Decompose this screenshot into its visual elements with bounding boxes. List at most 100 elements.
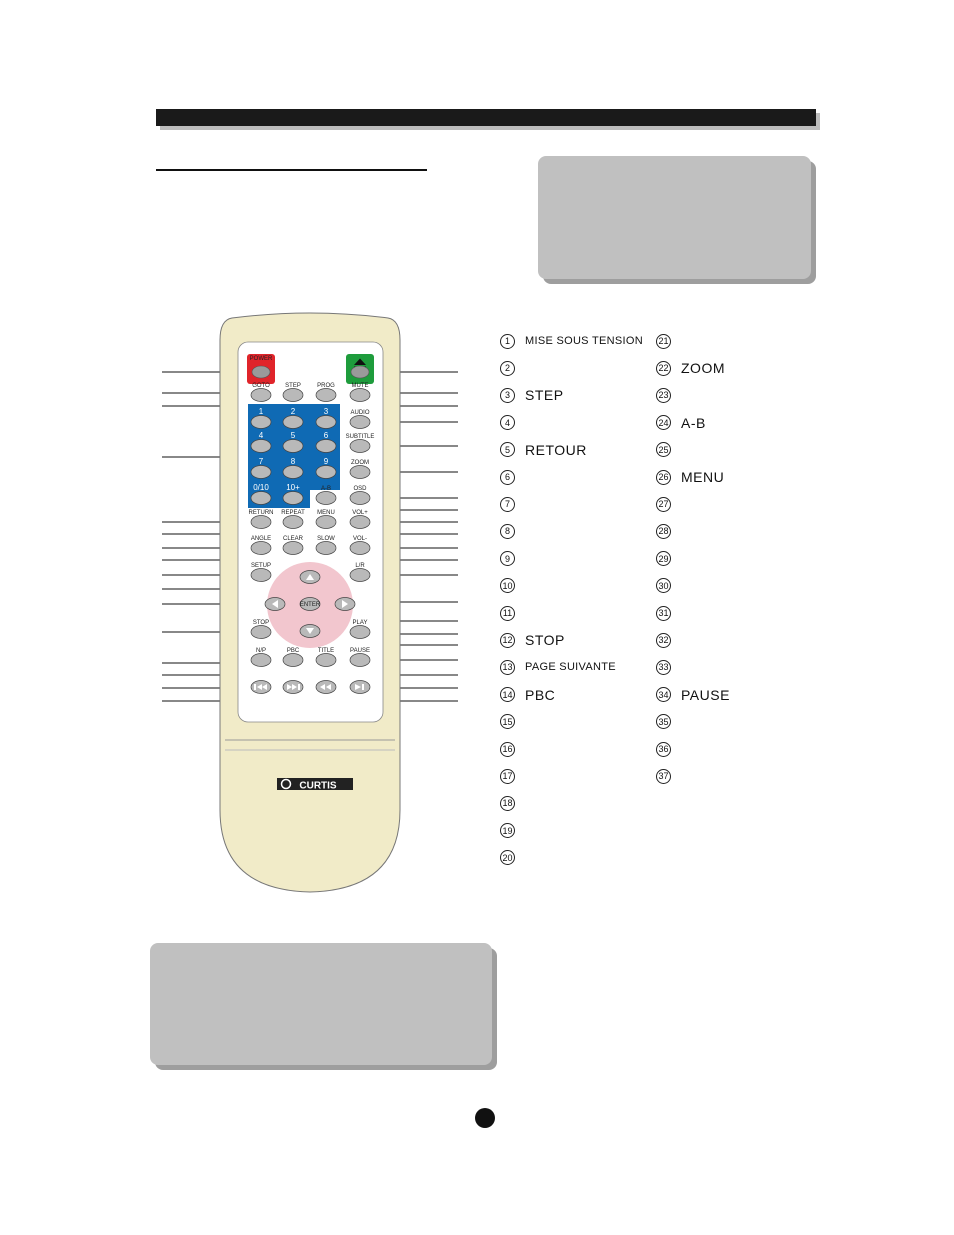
subtitle-button[interactable] — [349, 439, 371, 453]
button-label: 10+ — [286, 483, 300, 492]
vol-up-button[interactable] — [349, 515, 371, 529]
clear-button[interactable] — [282, 541, 304, 555]
zoom-button[interactable] — [349, 465, 371, 479]
digit-4-button[interactable] — [250, 439, 272, 453]
button-label: OSD — [353, 486, 367, 492]
legend-item: 31 — [656, 602, 681, 624]
legend-item: 11 — [500, 602, 525, 624]
skip-back-icon — [254, 684, 267, 690]
legend-label: PBC — [525, 686, 556, 703]
digit-5-button[interactable] — [282, 439, 304, 453]
legend-item: 34 PAUSE — [656, 684, 730, 706]
digit-9-button[interactable] — [315, 465, 337, 479]
digit-3-button[interactable] — [315, 415, 337, 429]
legend-item: 8 — [500, 520, 525, 542]
vol-down-button[interactable] — [349, 541, 371, 555]
legend-label: MISE SOUS TENSION — [525, 335, 643, 347]
legend-number: 8 — [500, 523, 515, 539]
legend-item: 23 — [656, 384, 681, 406]
setup-button[interactable] — [250, 568, 272, 582]
button-label: ENTER — [300, 602, 321, 608]
button-label: VOL- — [353, 536, 367, 542]
mute-button[interactable] — [349, 388, 371, 402]
angle-button[interactable] — [250, 541, 272, 555]
digit-6-button[interactable] — [315, 439, 337, 453]
legend-number: 14 — [500, 687, 515, 703]
legend-number: 25 — [656, 442, 671, 458]
digit-10plus-button[interactable] — [282, 491, 304, 505]
enter-button[interactable] — [299, 597, 321, 611]
digit-2-button[interactable] — [282, 415, 304, 429]
legend-number: 2 — [500, 360, 515, 376]
rewind-icon — [320, 684, 331, 690]
legend-item: 19 — [500, 820, 525, 842]
legend-number: 26 — [656, 469, 671, 485]
legend-number: 11 — [500, 605, 515, 621]
button-label: 4 — [259, 431, 264, 440]
slow-button[interactable] — [315, 541, 337, 555]
legend-item: 32 — [656, 629, 681, 651]
button-label: ZOOM — [351, 460, 369, 466]
legend-label: PAUSE — [681, 686, 730, 703]
legend-number: 4 — [500, 415, 515, 431]
play-button[interactable] — [349, 625, 371, 639]
button-label: REPEAT — [281, 510, 305, 516]
legend-number: 16 — [500, 741, 515, 757]
legend-number: 27 — [656, 496, 671, 512]
button-label: TITLE — [318, 648, 334, 654]
legend-item: 9 — [500, 548, 525, 570]
legend-number: 9 — [500, 551, 515, 567]
legend-number: 23 — [656, 387, 671, 403]
legend-number: 29 — [656, 551, 671, 567]
legend-label: MENU — [681, 469, 725, 485]
legend-item: 29 — [656, 548, 681, 570]
ab-button[interactable] — [315, 491, 337, 505]
goto-button[interactable] — [250, 388, 272, 402]
button-label: MUTE — [352, 383, 369, 389]
digit-8-button[interactable] — [282, 465, 304, 479]
pause-button[interactable] — [349, 653, 371, 667]
note-box-bottom — [150, 943, 492, 1065]
step-button[interactable] — [282, 388, 304, 402]
legend-item: 6 — [500, 466, 525, 488]
button-label: 0/10 — [253, 483, 269, 492]
stop-button[interactable] — [250, 625, 272, 639]
legend-number: 36 — [656, 741, 671, 757]
button-label: 1 — [259, 407, 264, 416]
np-button[interactable] — [250, 653, 272, 667]
legend-number: 34 — [656, 687, 671, 703]
audio-button[interactable] — [349, 415, 371, 429]
osd-button[interactable] — [349, 491, 371, 505]
button-label: MENU — [317, 510, 335, 516]
button-label: N/P — [256, 648, 266, 654]
return-button[interactable] — [250, 515, 272, 529]
lr-button[interactable] — [349, 568, 371, 582]
prog-button[interactable] — [315, 388, 337, 402]
digit-1-button[interactable] — [250, 415, 272, 429]
legend-item: 27 — [656, 493, 681, 515]
button-label: GOTO — [252, 383, 270, 389]
menu-button[interactable] — [315, 515, 337, 529]
digit-7-button[interactable] — [250, 465, 272, 479]
legend-label: A-B — [681, 414, 706, 431]
digit-0-10-button[interactable] — [250, 491, 272, 505]
number-keypad-panel — [248, 404, 340, 508]
button-label: SETUP — [251, 563, 271, 569]
legend-item: 17 — [500, 765, 525, 787]
title-button[interactable] — [315, 653, 337, 667]
play-pause-icon — [355, 684, 364, 690]
pbc-button[interactable] — [282, 653, 304, 667]
legend-item: 18 — [500, 792, 525, 814]
legend-number: 21 — [656, 333, 671, 349]
legend-label: RETOUR — [525, 441, 587, 458]
repeat-button[interactable] — [282, 515, 304, 529]
legend-item: 20 — [500, 847, 525, 869]
brand-name: CURTIS — [299, 781, 337, 792]
button-label: SUBTITLE — [346, 434, 375, 440]
skip-forward-icon — [287, 684, 300, 690]
button-label: L/R — [355, 563, 365, 569]
legend-number: 19 — [500, 823, 515, 839]
